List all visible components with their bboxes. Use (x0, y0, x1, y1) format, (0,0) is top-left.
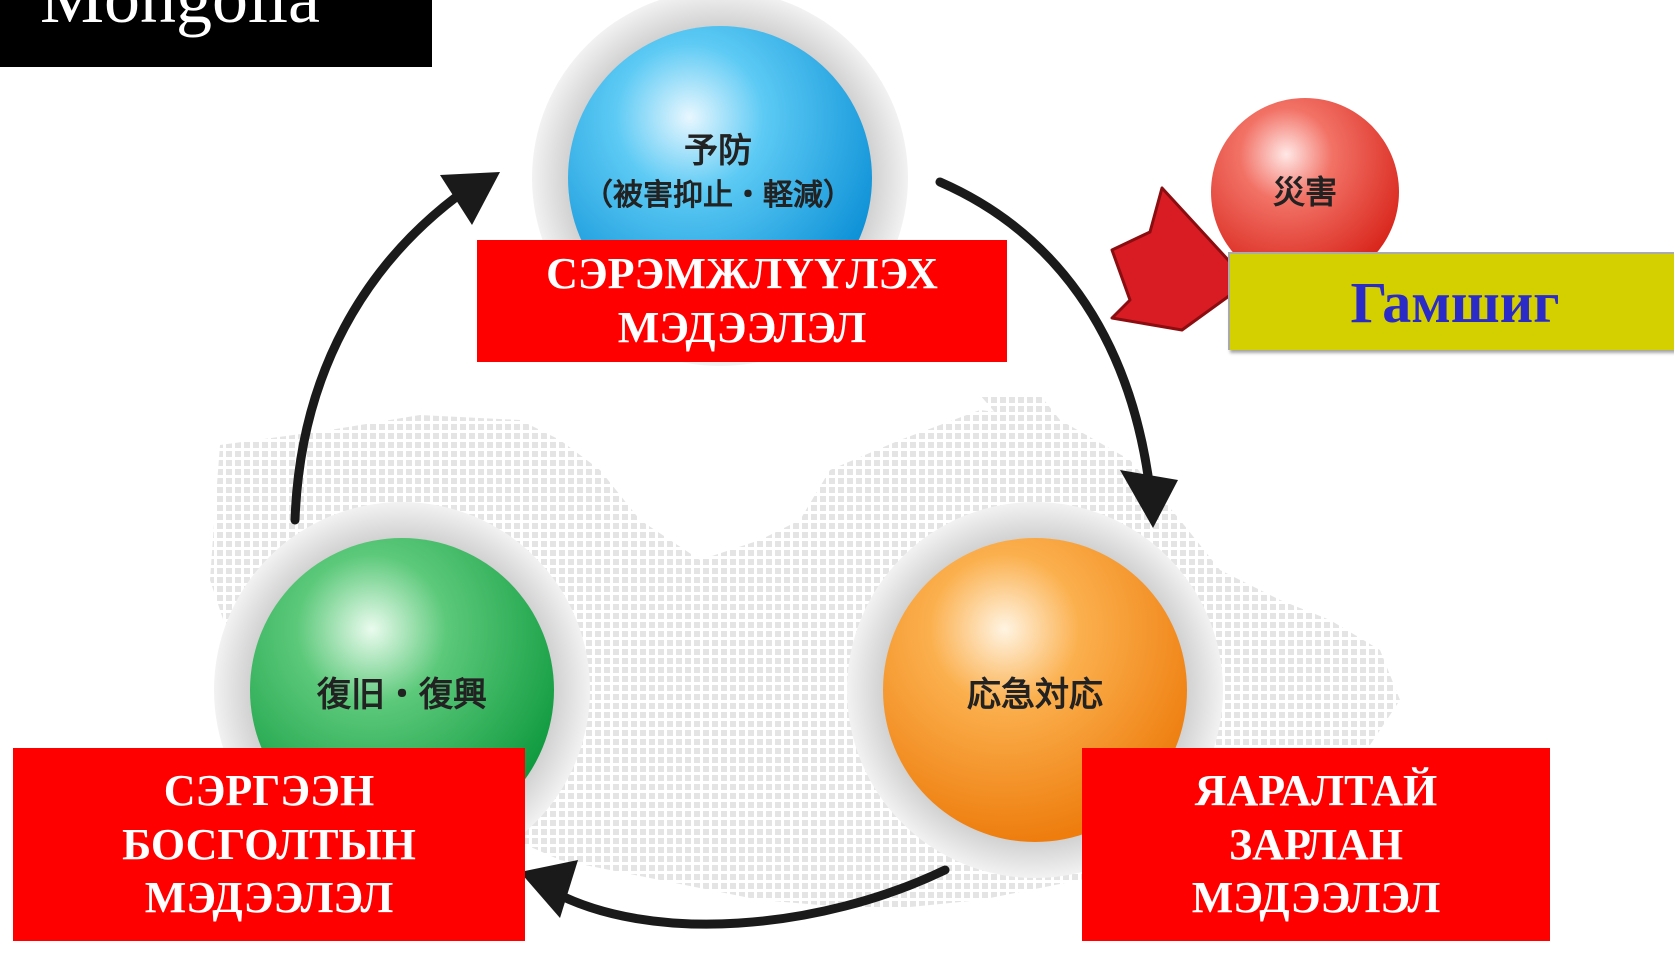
recovery-label: 復旧・復興 (316, 675, 487, 715)
impact-arrow (1110, 186, 1242, 332)
arrow-prevention-to-response (935, 177, 1155, 495)
title-box: Mongolia (0, 0, 432, 67)
cycle-arrows (290, 172, 1178, 929)
callout-prevention-line2: МЭДЭЭЛЭЛ (617, 303, 867, 352)
callout-response: ЯАРАЛТАЙ ЗАРЛАН МЭДЭЭЛЭЛ (1082, 748, 1550, 941)
arrow-response-to-recovery (545, 865, 950, 929)
node-disaster: 災害 (1211, 98, 1399, 286)
callout-response-line2: ЗАРЛАН (1228, 819, 1404, 869)
callout-response-line1: ЯАРАЛТАЙ (1194, 765, 1438, 815)
disaster-jp-label: 災害 (1273, 173, 1337, 211)
callout-response-line3: МЭДЭЭЛЭЛ (1191, 873, 1441, 923)
callout-recovery-line3: МЭДЭЭЛЭЛ (144, 873, 394, 923)
response-label: 応急対応 (967, 675, 1103, 715)
page-title: Mongolia (40, 0, 320, 34)
callout-recovery-line2: БОСГОЛТЫН (122, 819, 416, 869)
prevention-label-1: 予防 (684, 131, 752, 171)
callout-prevention: СЭРЭМЖЛҮҮЛЭХ МЭДЭЭЛЭЛ (477, 240, 1007, 362)
callout-recovery-line1: СЭРГЭЭН (163, 765, 375, 815)
arrow-recovery-to-prevention (290, 175, 485, 525)
callout-disaster: Гамшиг (1228, 252, 1674, 350)
callout-prevention-line1: СЭРЭМЖЛҮҮЛЭХ (546, 249, 938, 299)
callout-recovery: СЭРГЭЭН БОСГОЛТЫН МЭДЭЭЛЭЛ (13, 748, 525, 941)
prevention-label-2: （被害抑止・軽減） (583, 178, 853, 213)
